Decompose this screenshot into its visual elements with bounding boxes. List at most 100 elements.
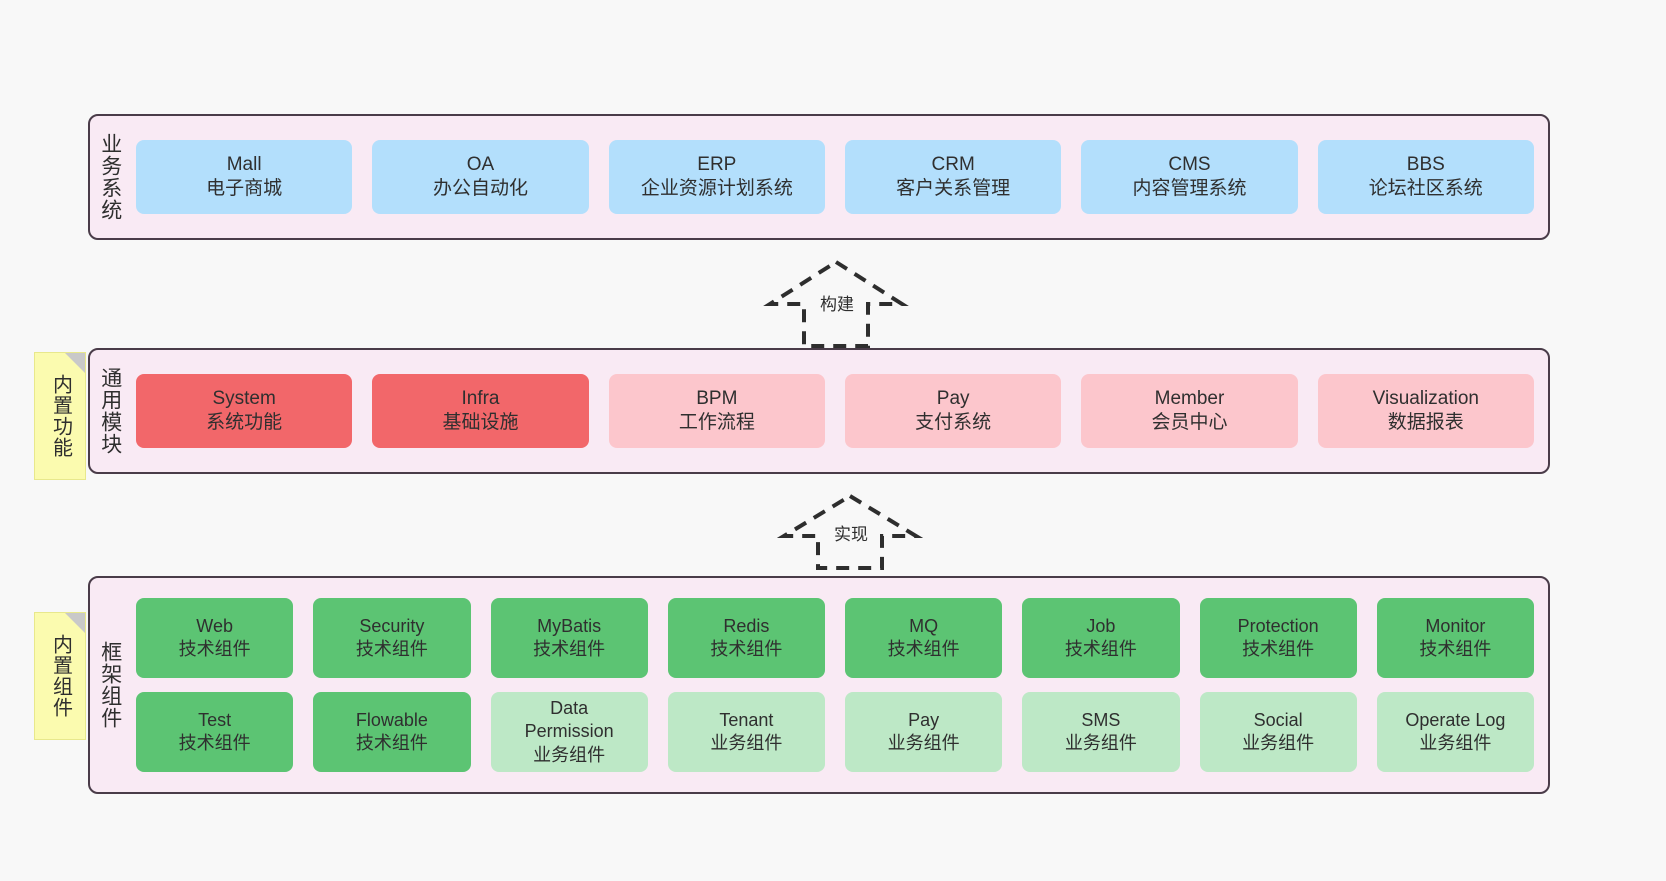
arrow-implement: 实现: [770, 492, 930, 570]
component-card[interactable]: SMS 业务组件: [1022, 692, 1180, 772]
section-business-systems: 业务系统 Mall 电子商城 OA 办公自动化 ERP 企业资源计划系统 CRM 客户关系管理…: [88, 114, 1550, 240]
section-common-modules: 通用模块 System 系统功能 Infra 基础设施 BPM 工作流程 Pay 支付系统 Me…: [88, 348, 1550, 474]
section-label-common-modules: 通用模块: [98, 367, 122, 455]
component-card-title: Flowable: [355, 709, 428, 730]
component-card-subtitle: 技术组件: [1419, 639, 1492, 659]
component-card-title: OA: [466, 153, 495, 175]
component-card-title: Pay: [936, 387, 970, 409]
component-card-subtitle: 技术组件: [178, 733, 251, 753]
component-card-subtitle: 业务组件: [533, 744, 606, 765]
component-card-title: Test: [198, 709, 232, 730]
component-card-subtitle: 内容管理系统: [1132, 178, 1247, 199]
component-card[interactable]: BPM 工作流程: [608, 374, 825, 448]
component-card[interactable]: CRM 客户关系管理: [844, 140, 1062, 214]
component-card-title: Job: [1086, 615, 1116, 636]
component-card-subtitle: 基础设施: [442, 412, 519, 433]
component-card[interactable]: CMS 内容管理系统: [1081, 140, 1298, 214]
note-builtin-features-label: 内置功能: [49, 374, 72, 458]
component-card-title: BBS: [1406, 153, 1445, 175]
component-card-subtitle: 业务组件: [1419, 733, 1492, 753]
component-card[interactable]: Web 技术组件: [136, 598, 294, 678]
component-card[interactable]: Infra 基础设施: [372, 374, 589, 448]
component-card-title: Data: [550, 698, 589, 719]
component-card-title: ERP: [697, 153, 737, 175]
component-card[interactable]: ERP 企业资源计划系统: [608, 140, 825, 214]
component-card-subtitle: 会员中心: [1151, 412, 1228, 433]
component-card-title-cont: Permission: [524, 721, 614, 742]
component-card[interactable]: Visualization 数据报表: [1317, 374, 1534, 448]
component-card[interactable]: Tenant 业务组件: [667, 692, 825, 772]
component-card-subtitle: 技术组件: [355, 639, 428, 659]
component-card-subtitle: 技术组件: [178, 639, 251, 659]
component-card-subtitle: 技术组件: [887, 639, 960, 659]
component-card-title: Tenant: [719, 709, 774, 730]
component-card-subtitle: 企业资源计划系统: [640, 178, 793, 199]
arrow-implement-label: 实现: [834, 525, 868, 544]
component-card-title: Redis: [723, 615, 770, 636]
component-card[interactable]: BBS 论坛社区系统: [1317, 140, 1534, 214]
component-card-subtitle: 技术组件: [1242, 639, 1315, 659]
component-card[interactable]: Member 会员中心: [1081, 374, 1298, 448]
component-card-title: CRM: [931, 153, 975, 175]
component-card-title: Social: [1253, 709, 1303, 730]
note-builtin-components-label: 内置组件: [49, 634, 72, 718]
component-card[interactable]: Test 技术组件: [136, 692, 294, 772]
section-body-business-systems: Mall 电子商城 OA 办公自动化 ERP 企业资源计划系统 CRM 客户关系管理 CMS 内容…: [130, 116, 1548, 238]
component-card-subtitle: 业务组件: [1064, 733, 1137, 753]
note-builtin-components: 内置组件: [34, 612, 86, 740]
component-card-subtitle: 业务组件: [887, 733, 960, 753]
component-card-subtitle: 支付系统: [915, 412, 992, 433]
component-card-subtitle: 客户关系管理: [896, 178, 1011, 199]
section-body-common-modules: System 系统功能 Infra 基础设施 BPM 工作流程 Pay 支付系统 Member 会…: [130, 350, 1548, 472]
component-card[interactable]: Operate Log 业务组件: [1376, 692, 1534, 772]
component-card[interactable]: Mall 电子商城: [136, 140, 353, 214]
component-card-title: Operate Log: [1405, 709, 1506, 730]
component-card-subtitle: 数据报表: [1387, 412, 1464, 433]
component-card[interactable]: Flowable 技术组件: [313, 692, 471, 772]
component-card-title: Security: [359, 615, 425, 636]
arrow-build: 构建: [756, 258, 916, 348]
component-card-title: SMS: [1081, 709, 1121, 730]
component-card[interactable]: OA 办公自动化: [372, 140, 589, 214]
component-card-subtitle: 技术组件: [355, 733, 428, 753]
component-card-title: Infra: [461, 387, 500, 409]
component-card-title: Mall: [226, 153, 262, 175]
arrow-build-label: 构建: [820, 295, 854, 314]
component-card[interactable]: Job 技术组件: [1022, 598, 1180, 678]
component-card-subtitle: 电子商城: [206, 178, 283, 199]
component-card-subtitle: 论坛社区系统: [1368, 178, 1483, 199]
component-card-subtitle: 业务组件: [710, 733, 783, 753]
component-card-title: CMS: [1168, 153, 1211, 175]
component-card-title: System: [212, 387, 276, 409]
component-card-title: Web: [196, 615, 233, 636]
component-card[interactable]: System 系统功能: [136, 374, 353, 448]
component-card-title: Visualization: [1372, 387, 1479, 409]
component-row: System 系统功能 Infra 基础设施 BPM 工作流程 Pay 支付系统 Member 会…: [136, 374, 1534, 448]
component-card[interactable]: Security 技术组件: [313, 598, 471, 678]
component-card-subtitle: 技术组件: [710, 639, 783, 659]
section-label-business-systems: 业务系统: [98, 133, 122, 221]
component-card-subtitle: 工作流程: [678, 412, 755, 433]
component-card-title: Member: [1154, 387, 1225, 409]
component-row: Mall 电子商城 OA 办公自动化 ERP 企业资源计划系统 CRM 客户关系管理 CMS 内容…: [136, 140, 1534, 214]
component-card-subtitle: 技术组件: [533, 639, 606, 659]
component-card-subtitle: 办公自动化: [432, 178, 528, 199]
note-builtin-features: 内置功能: [34, 352, 86, 480]
component-card-subtitle: 技术组件: [1064, 639, 1137, 659]
component-card-title: BPM: [696, 387, 738, 409]
component-card[interactable]: Redis 技术组件: [667, 598, 825, 678]
component-card[interactable]: Pay 支付系统: [844, 374, 1062, 448]
component-card-subtitle: 系统功能: [206, 412, 283, 433]
